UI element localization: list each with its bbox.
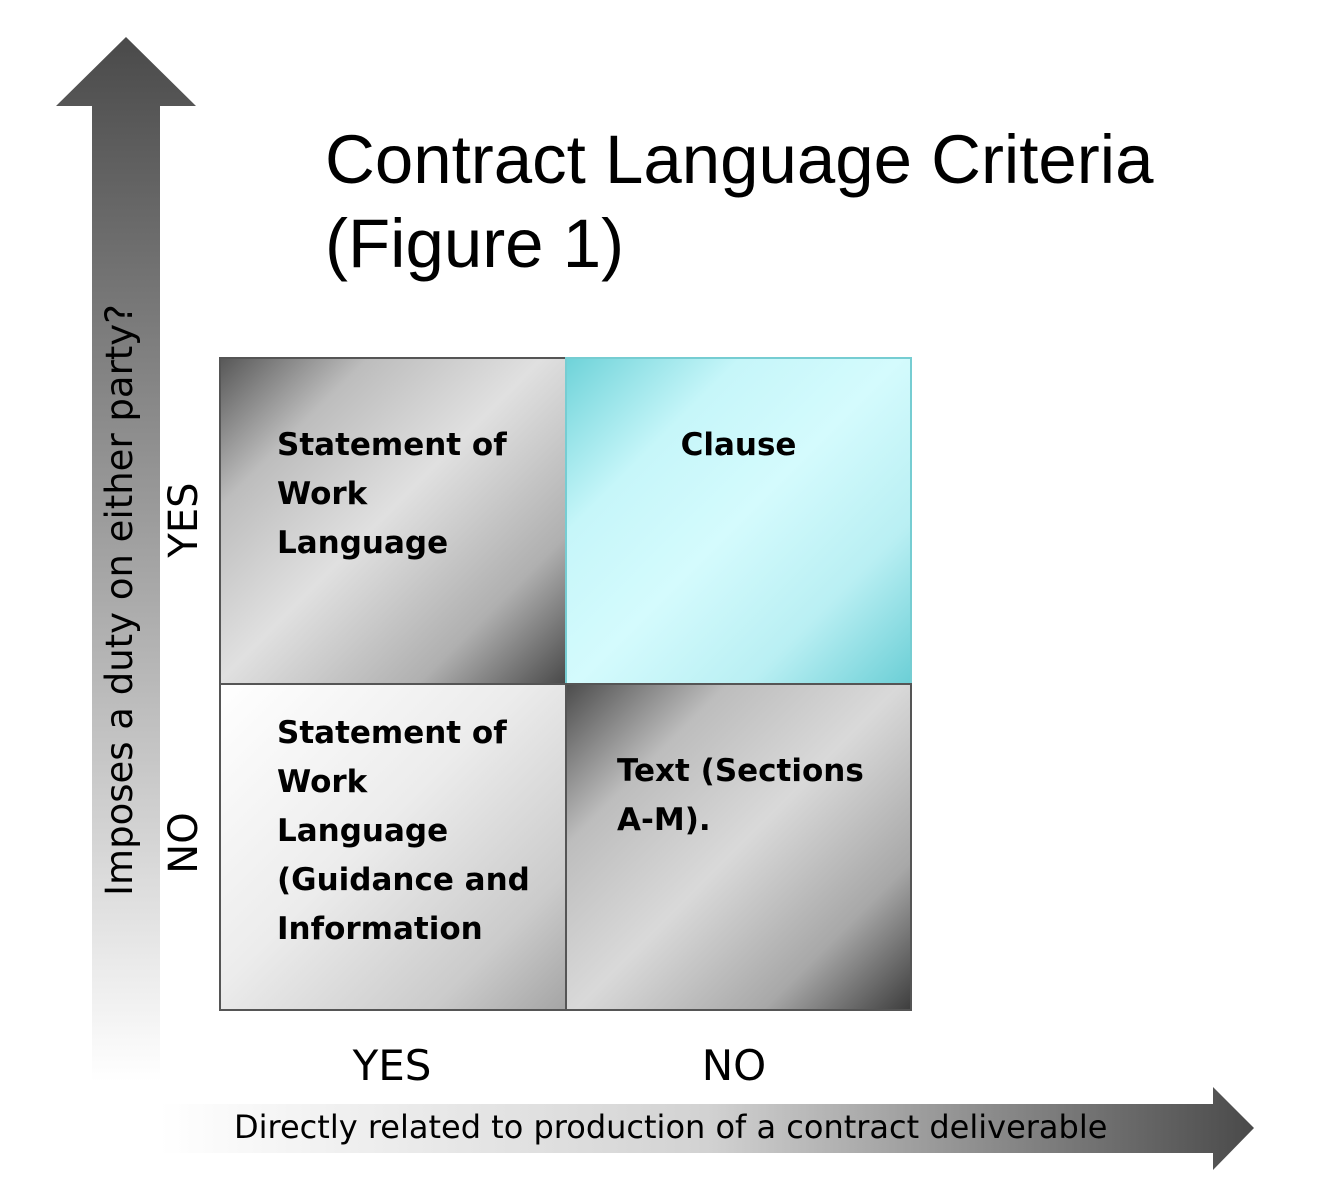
y-tick-no: NO	[161, 812, 207, 874]
x-axis-label: Directly related to production of a cont…	[234, 1108, 1108, 1146]
page-title: Contract Language Criteria (Figure 1)	[325, 118, 1153, 286]
quadrant-top-right: Clause	[565, 357, 912, 685]
vertical-arrow	[56, 37, 196, 1082]
x-tick-no: NO	[701, 1041, 767, 1090]
quadrant-bottom-right-text: Text (Sections A-M).	[617, 753, 864, 838]
quadrant-top-right-text: Clause	[680, 427, 797, 463]
horizontal-arrow	[160, 1087, 1254, 1170]
x-tick-yes: YES	[352, 1041, 432, 1090]
quadrant-top-left-text: Statement of Work Language	[277, 427, 507, 561]
title-line-1: Contract Language Criteria	[325, 121, 1154, 198]
quadrant-bottom-left: Statement of Work Language (Guidance and…	[219, 683, 567, 1011]
title-line-2: (Figure 1)	[325, 205, 625, 282]
y-tick-yes: YES	[161, 482, 207, 558]
quadrant-bottom-right: Text (Sections A-M).	[565, 683, 912, 1011]
quadrant-bottom-left-text: Statement of Work Language (Guidance and…	[277, 715, 530, 947]
y-axis-label: Imposes a duty on either party?	[98, 304, 141, 896]
quadrant-top-left: Statement of Work Language	[219, 357, 567, 685]
